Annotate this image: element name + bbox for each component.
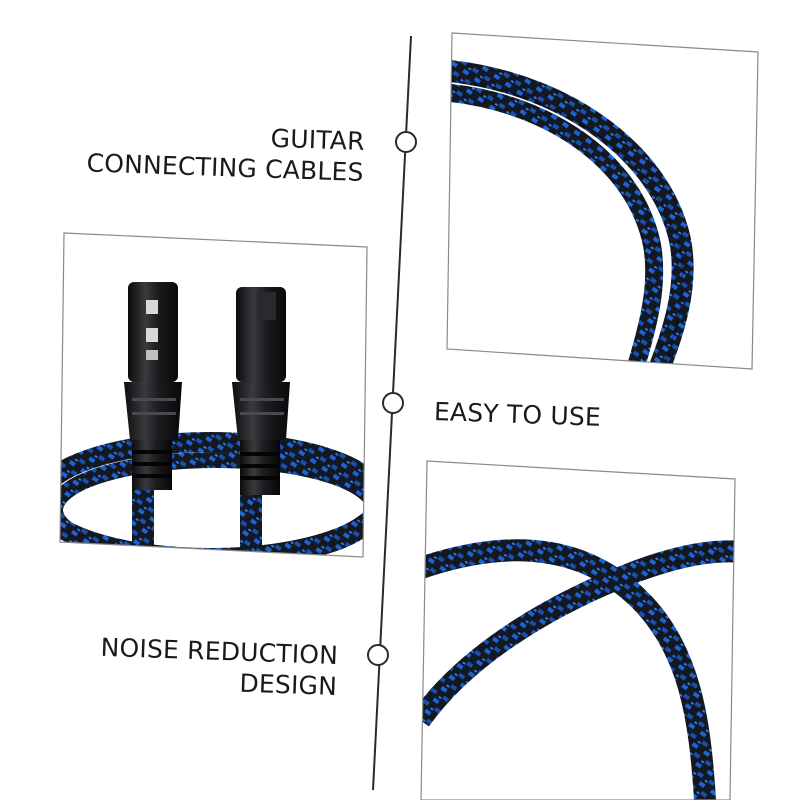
xlr-female-connector-icon xyxy=(124,282,182,490)
feature-caption-easy: EASY TO USE xyxy=(433,396,601,433)
photo-crossing-cables xyxy=(420,460,736,800)
timeline-node-1 xyxy=(395,131,417,153)
caption-line: EASY TO USE xyxy=(433,397,602,432)
photo-cable-arc xyxy=(446,32,759,370)
timeline-node-2 xyxy=(382,392,404,414)
xlr-male-connector-icon xyxy=(232,287,290,495)
timeline-node-3 xyxy=(367,644,389,666)
feature-caption-guitar: GUITAR CONNECTING CABLES xyxy=(86,116,365,188)
photo-xlr-connectors xyxy=(59,232,368,558)
feature-caption-noise: NOISE REDUCTION DESIGN xyxy=(100,632,340,702)
